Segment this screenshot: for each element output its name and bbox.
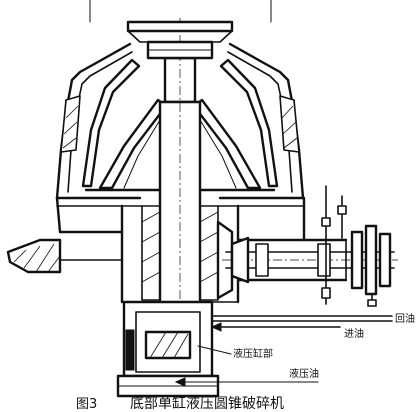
hydraulic-oil-arrowhead: [174, 377, 186, 387]
oil-return-line: 回油: [211, 312, 415, 325]
mantle-right: [192, 98, 262, 190]
frame-foot: [6, 238, 62, 274]
lube-valve-2: [321, 287, 331, 299]
countershaft-pinion: [230, 236, 250, 284]
mantle-left: [98, 98, 168, 190]
frame-foot-hatch: [35, 243, 55, 273]
adjusting-ring-right-hatch: [283, 137, 298, 149]
drive-pulley: [350, 224, 392, 296]
adjusting-ring-right: [279, 95, 300, 153]
feed-plate-cap: [126, 20, 234, 60]
eccentric-hatch: [199, 251, 219, 263]
cylinder-part-label: 液压缸部: [233, 347, 273, 360]
frame-foot-left: [6, 238, 62, 274]
bowl-housing-right-outer: [228, 42, 305, 200]
adjusting-ring-left-hatch: [63, 121, 78, 135]
piston-hatch: [161, 331, 179, 359]
bowl-housing-left-outer: [55, 42, 132, 200]
mantle-core-right: [199, 119, 237, 189]
adjusting-ring-right-hatch: [282, 121, 297, 135]
adjusting-ring-left: [60, 95, 81, 153]
lubrication-pipes: [321, 185, 377, 307]
figure-caption: 图3 底部单缸液压圆锥破碎机: [76, 395, 284, 412]
adjusting-ring: [60, 95, 300, 153]
cylinder-part-callout: 液压缸部: [197, 345, 273, 360]
concave-liner: [81, 58, 279, 188]
adjusting-ring-left-hatch: [62, 137, 77, 149]
countershaft-bearing-outer: [317, 243, 331, 277]
drive-pulley-hub: [350, 230, 364, 290]
countershaft-bearing-inner: [255, 243, 269, 277]
eccentric-hatch: [141, 251, 161, 263]
hydraulic-cylinder-wall-left: [125, 329, 135, 371]
adjusting-ring-left-hatch: [65, 105, 79, 119]
figure-title: 底部单缸液压圆锥破碎机: [130, 395, 284, 412]
eccentric-hatch: [199, 231, 219, 243]
hydraulic-cylinder-piston: [144, 330, 192, 360]
hydraulic-oil-label: 液压油: [289, 367, 319, 380]
concave-liner-right: [219, 58, 279, 188]
cylinder-part-leader: [197, 345, 232, 355]
main-shaft: [158, 18, 202, 398]
main-frame-left-wall: [55, 196, 124, 234]
oil-inlet-line: 进油: [210, 322, 364, 340]
eccentric-hatch: [199, 211, 219, 223]
frame-foot-hatch: [23, 245, 41, 269]
frame-foot-hatch: [13, 249, 27, 263]
eccentric-hatch: [141, 271, 161, 283]
frame-foot-hatch: [47, 255, 61, 273]
drive-pulley-rim: [364, 224, 378, 296]
eccentric-hatch: [141, 211, 161, 223]
piston-hatch: [173, 333, 189, 359]
feed-plate: [126, 20, 234, 33]
feed-chute: [89, 0, 272, 23]
lube-valve-1: [321, 217, 331, 227]
hydraulic-cylinder: [116, 300, 220, 398]
mantle-core-left: [123, 119, 161, 189]
piston-hatch: [149, 331, 167, 359]
eccentric-hatch: [141, 231, 161, 243]
eccentric-hatch: [199, 271, 219, 283]
countershaft-housing: [222, 236, 398, 284]
concave-liner-left: [81, 58, 141, 188]
adjusting-ring-right-hatch: [281, 105, 294, 119]
lube-valve-4: [367, 299, 377, 307]
oil-return-label: 回油: [395, 312, 415, 325]
figure-number: 图3: [76, 397, 97, 412]
lube-valve-3: [337, 205, 347, 215]
oil-inlet-arrowhead: [210, 322, 222, 332]
hydraulic-cylinder-bore: [135, 311, 201, 373]
hydraulic-oil-callout: 液压油: [174, 367, 319, 387]
oil-inlet-label: 进油: [344, 327, 364, 340]
drive-pulley-flange: [378, 232, 392, 288]
